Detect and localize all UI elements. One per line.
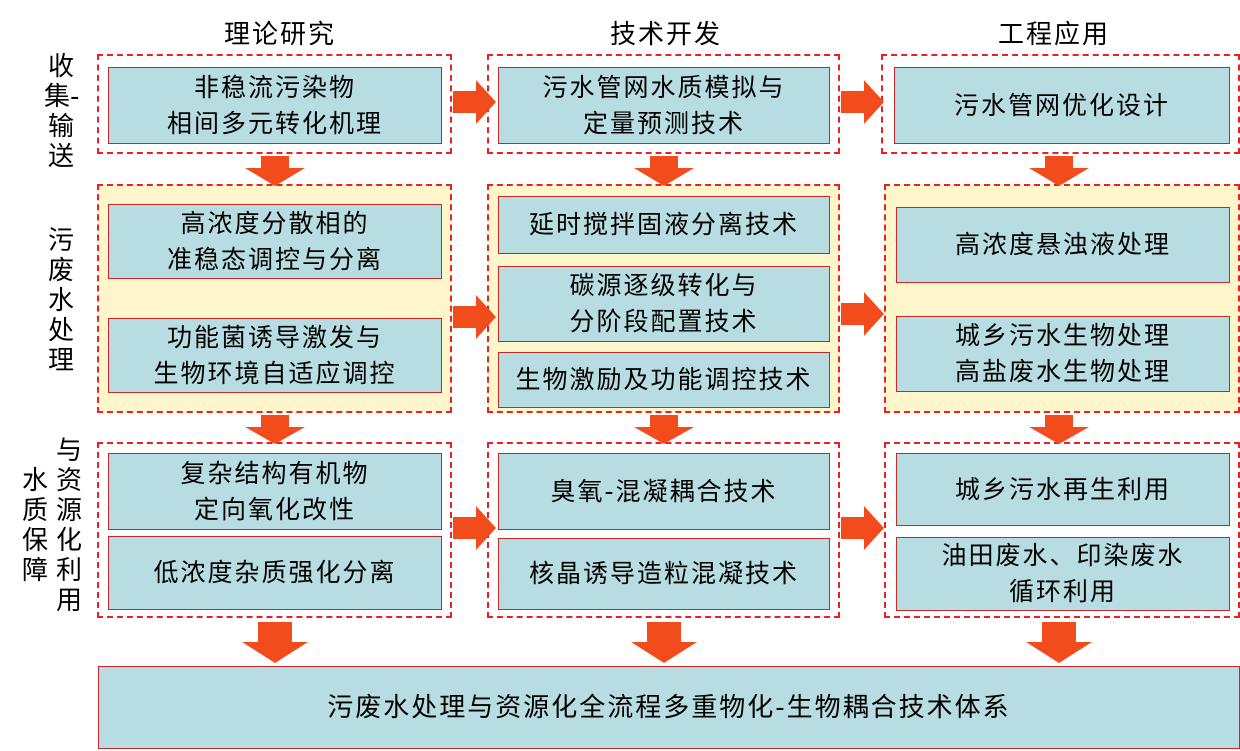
arrow-down-eng-2 [1029,415,1089,444]
row-label-reuse-a: 与资源化利用 [55,436,82,616]
arrow-down-eng-3 [1026,622,1092,663]
box-oxidation-modification: 复杂结构有机物 定向氧化改性 [108,453,442,530]
column-header-engineering: 工程应用 [997,20,1110,50]
arrow-down-tech-2 [634,415,694,444]
box-pollutant-transformation: 非稳流污染物 相间多元转化机理 [108,67,442,144]
arrow-down-theory-1 [245,156,305,186]
box-impurity-separation: 低浓度杂质强化分离 [108,536,442,610]
arrow-down-tech-3 [631,622,697,663]
box-sewer-quality-simulation: 污水管网水质模拟与 定量预测技术 [498,67,830,144]
arrow-right-r2-b [841,292,884,336]
arrow-down-tech-1 [634,156,694,186]
row-label-treat: 污废水处理 [47,226,74,376]
arrow-down-theory-3 [242,622,308,663]
box-sewer-optimization: 污水管网优化设计 [894,67,1230,144]
box-water-reuse: 城乡污水再生利用 [896,453,1230,526]
box-ozone-coagulation: 臭氧-混凝耦合技术 [498,453,830,530]
row-label-reuse-b: 水质保障 [21,466,48,586]
arrow-right-r1-b [841,80,884,124]
arrow-down-eng-1 [1029,156,1089,186]
box-biological-treatment: 城乡污水生物处理 高盐废水生物处理 [896,316,1230,392]
box-nucleation-coagulation: 核晶诱导造粒混凝技术 [498,538,830,610]
box-dispersed-phase-control: 高浓度分散相的 准稳态调控与分离 [108,204,442,279]
box-functional-bacteria: 功能菌诱导激发与 生物环境自适应调控 [108,318,442,393]
arrow-right-r3-b [841,506,884,550]
row-label-collect: 收集-输送 [44,52,80,172]
box-carbon-source-conversion: 碳源逐级转化与 分阶段配置技术 [498,266,830,342]
box-suspension-treatment: 高浓度悬浊液处理 [896,207,1230,283]
box-solid-liquid-separation: 延时搅拌固液分离技术 [498,196,830,254]
arrow-down-theory-2 [245,415,305,444]
box-final-system: 污废水处理与资源化全流程多重物化-生物耦合技术体系 [98,666,1240,749]
group-collect-theory [97,54,452,154]
box-wastewater-recycling: 油田废水、印染废水 循环利用 [896,537,1230,611]
column-header-theory: 理论研究 [223,20,336,50]
column-header-tech: 技术开发 [609,20,722,50]
box-bio-stimulation: 生物激励及功能调控技术 [498,352,830,408]
